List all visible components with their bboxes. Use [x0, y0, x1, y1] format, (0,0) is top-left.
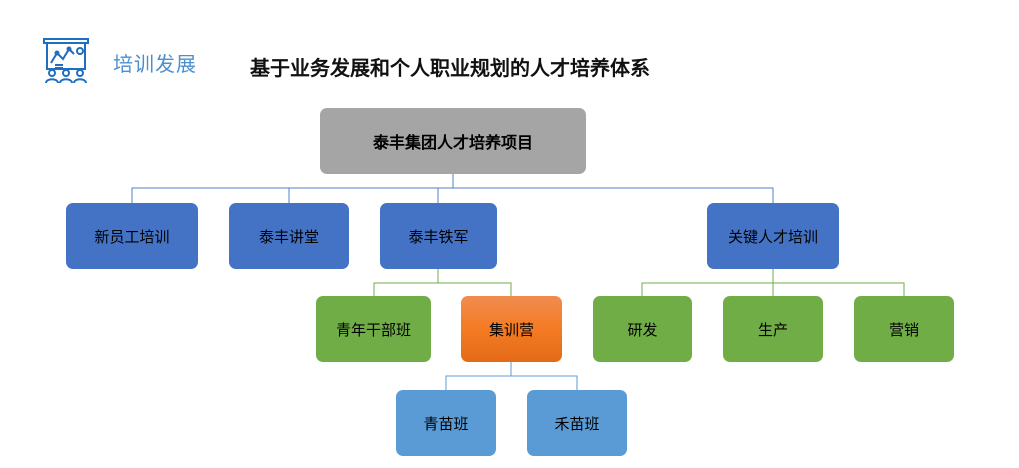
training-presentation-icon [43, 38, 89, 84]
node-marketing: 营销 [854, 296, 954, 362]
node-rnd: 研发 [593, 296, 692, 362]
root-node: 泰丰集团人才培养项目 [320, 108, 586, 174]
section-title: 培训发展 [113, 52, 197, 76]
node-key-talent-training: 关键人才培训 [707, 203, 839, 269]
node-new-employee-training: 新员工培训 [66, 203, 198, 269]
node-taifeng-iron-army: 泰丰铁军 [380, 203, 497, 269]
node-taifeng-lecture: 泰丰讲堂 [229, 203, 349, 269]
node-training-camp: 集训营 [461, 296, 562, 362]
node-production: 生产 [723, 296, 823, 362]
node-qingmiao-class: 青苗班 [396, 390, 496, 456]
page-title: 基于业务发展和个人职业规划的人才培养体系 [250, 56, 650, 80]
node-hemiao-class: 禾苗班 [527, 390, 627, 456]
node-young-cadre-class: 青年干部班 [316, 296, 431, 362]
